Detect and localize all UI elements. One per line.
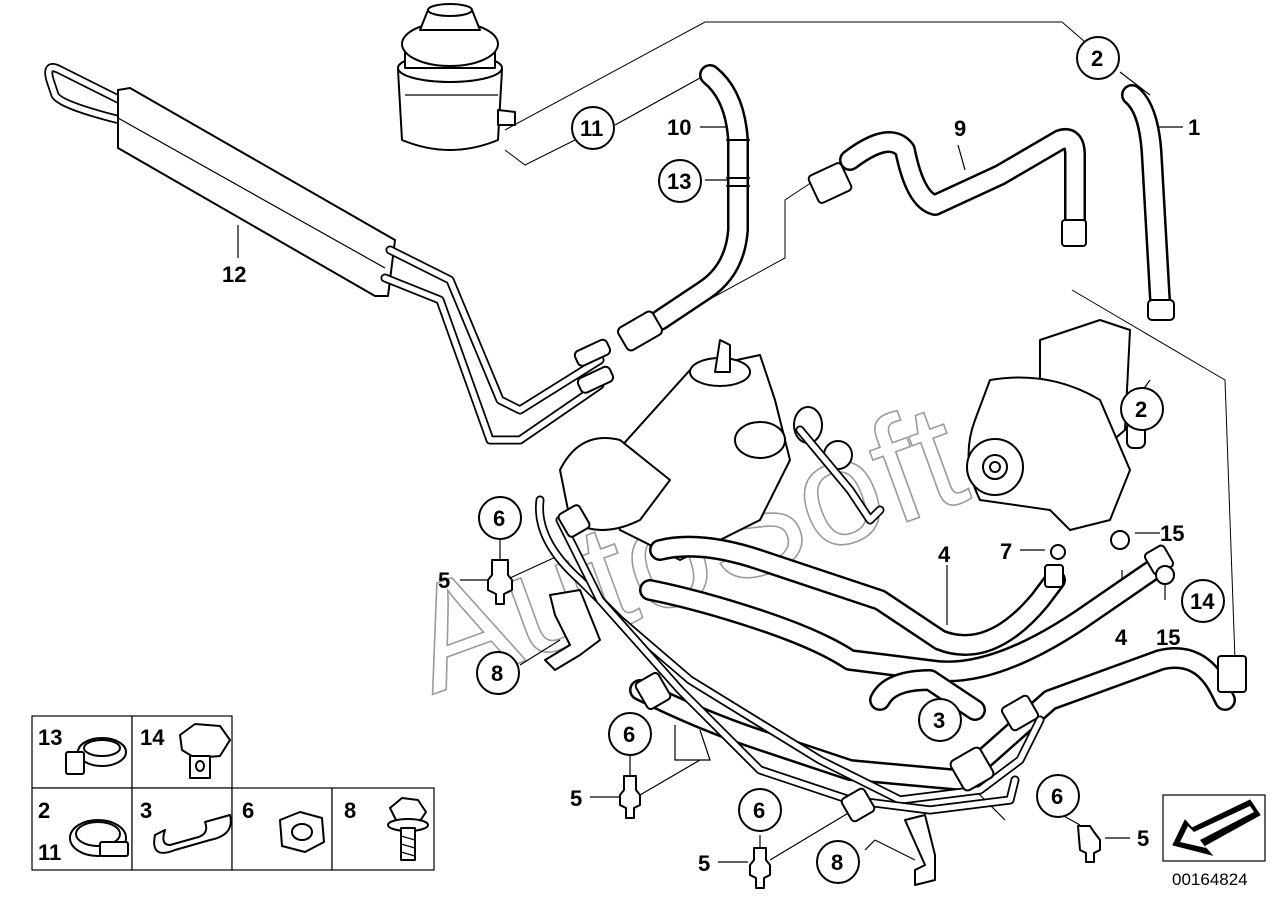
reservoir [397,3,516,151]
hose-1 [1121,84,1175,321]
callout-14: 14 [1190,589,1215,614]
callout-6-b-circle [608,712,652,756]
callout-7: 7 [1000,539,1012,564]
legend-label-2: 2 [38,798,50,823]
flange-bolt-icon [387,797,429,861]
arrow-highlight [1180,806,1254,848]
hose-9 [807,128,1087,247]
bolts-5 [487,559,1101,889]
callout-6-c-circle [738,788,782,832]
callout-8-a: 8 [491,661,503,686]
callout-5-d: 5 [1137,826,1149,851]
leader-lines [237,71,1183,863]
steering-rack [559,339,885,561]
callout-12: 12 [222,262,246,287]
parts-legend: 13 14 2 11 3 6 8 [31,715,435,871]
callout-6-a-circle [478,496,522,540]
callout-4-left: 4 [938,542,951,567]
callout-6-b: 6 [623,722,635,747]
callout-2-mid: 2 [1135,397,1147,422]
pump [966,319,1146,531]
callout-5-a: 5 [438,568,450,593]
callout-5-b: 5 [570,786,582,811]
callout-10: 10 [667,115,691,140]
callout-13: 13 [667,169,691,194]
callout-6-c: 6 [753,798,765,823]
callout-6-d: 6 [1051,784,1063,809]
legend-label-6: 6 [242,798,254,823]
callout-3: 3 [933,708,945,733]
hose-holder-icon [153,814,232,854]
legend-label-14: 14 [140,725,165,750]
callouts: 1 2 2 3 4 4 5 5 5 5 6 6 6 6 7 8 8 9 10 1… [222,36,1225,884]
brackets [544,589,936,886]
callout-15-b: 15 [1156,625,1180,650]
callout-11: 11 [580,116,603,141]
callout-2-top: 2 [1091,46,1103,71]
callout-8-b-circle [816,840,860,884]
legend-label-11: 11 [38,840,61,865]
callout-1: 1 [1188,115,1200,140]
callout-14-circle [1181,579,1225,623]
legend-label-8: 8 [344,798,356,823]
hex-nut-icon [279,811,325,853]
callout-11-circle [571,106,615,150]
banjo-bolt-icon [179,723,231,779]
legend-label-3: 3 [140,798,152,823]
cooler-pipe [44,63,615,445]
callout-5-c: 5 [698,851,710,876]
legend-label-13: 13 [38,725,62,750]
hose-10 [617,64,750,352]
callout-4-right: 4 [1115,625,1128,650]
feed-lines-4 [639,530,1175,683]
callout-13-circle [658,159,702,203]
callout-8-b: 8 [831,850,843,875]
callout-3-circle [918,698,962,742]
return-line-3 [535,495,1247,823]
callout-6-d-circle [1036,774,1080,818]
worm-clamp-icon [69,819,129,857]
callout-9: 9 [954,116,966,141]
orientation-marker [1162,794,1266,862]
callout-8-a-circle [476,651,520,695]
callout-2-top-circle [1076,36,1120,80]
callout-15-a: 15 [1160,521,1184,546]
hose-clamp-icon [65,737,127,775]
callout-6-a: 6 [493,506,505,531]
diagram-code: 00164824 [1172,870,1248,889]
callout-2-mid-circle [1120,387,1164,431]
